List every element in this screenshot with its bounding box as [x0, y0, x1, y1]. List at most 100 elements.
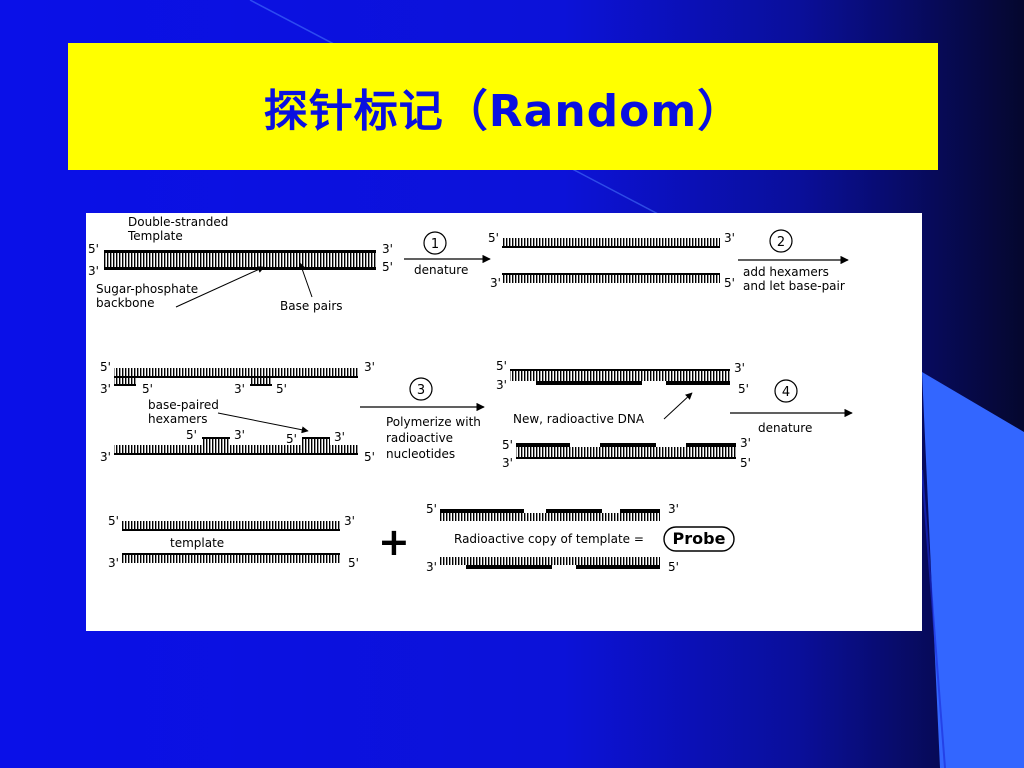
base-pairs-label: Base pairs: [280, 299, 343, 313]
label-5prime: 5': [668, 560, 679, 574]
template-heading-line2: Template: [127, 229, 183, 243]
label-5prime: 5': [186, 428, 197, 442]
template-bases: [510, 371, 730, 381]
hexamers-arrow: [217, 412, 309, 434]
label-5prime: 5': [740, 456, 751, 470]
label-5prime: 5': [502, 438, 513, 452]
hexamer-bases: [250, 378, 272, 384]
label-5prime: 5': [738, 382, 749, 396]
radioactive-strand: [600, 443, 656, 447]
radioactive-strand: [620, 509, 660, 513]
decor-blue-wedge: [922, 372, 1024, 768]
radioactive-strand: [466, 565, 552, 569]
hexamer-backbone: [302, 437, 330, 439]
label-3prime: 3': [100, 450, 111, 464]
label-3prime: 3': [426, 560, 437, 574]
step4-arrow: 4 denature: [730, 379, 853, 435]
radioactive-strand: [440, 509, 524, 513]
label-5prime: 5': [488, 231, 499, 245]
step-number-circle: [409, 377, 433, 401]
new-dna-label: New, radioactive DNA: [513, 412, 645, 426]
label-3prime: 3': [234, 428, 245, 442]
label-5prime: 5': [426, 502, 437, 516]
template-strand-bottom-backbone: [114, 453, 358, 455]
label-3prime: 3': [234, 382, 245, 396]
hexamer-bases: [202, 439, 230, 445]
radioactive-strand: [686, 443, 736, 447]
random-priming-diagram: Double-stranded Template 5' 3' 3' 5' Sug…: [88, 215, 853, 574]
hexamer-annealed-strands: 5' 3' 3' 5' 3' 5' base-paired hexamers 5…: [100, 360, 375, 464]
label-5prime: 5': [286, 432, 297, 446]
polymerize-line1: Polymerize with: [386, 415, 481, 429]
base-pairs-arrow: [298, 262, 313, 298]
radioactive-copy-text: Radioactive copy of template =: [454, 532, 644, 546]
label-5prime: 5': [496, 359, 507, 373]
radioactive-strand: [536, 381, 642, 385]
single-strand-bottom-bases: [502, 275, 720, 283]
template-bases: [516, 447, 736, 457]
decor-line-right: [921, 469, 946, 768]
probe-outline: [663, 526, 735, 552]
step1-arrow: 1 denature: [404, 231, 491, 277]
label-5prime: 5': [364, 450, 375, 464]
template-heading-line1: Double-stranded: [128, 215, 228, 229]
radioactive-strand: [576, 565, 660, 569]
template-strand-backbone: [122, 553, 340, 555]
hexamer-backbone: [250, 384, 272, 386]
label-3prime: 3': [100, 382, 111, 396]
label-5prime: 5': [724, 276, 735, 290]
radioactive-strand: [666, 381, 730, 385]
probe-label: Probe: [673, 529, 726, 548]
step1-template: Double-stranded Template 5' 3' 3' 5' Sug…: [88, 215, 393, 313]
label-3prime: 3': [382, 242, 393, 256]
step-number: 3: [417, 383, 425, 398]
label-3prime: 3': [724, 231, 735, 245]
base-pairs: [104, 253, 376, 267]
polymerized-duplexes: 5' 3' 3' 5' New, radioactive DNA 5' 3' 3…: [496, 359, 751, 470]
label-5prime: 5': [142, 382, 153, 396]
template-strand-bases: [122, 521, 340, 529]
backbone-label-line1: Sugar-phosphate: [96, 282, 198, 296]
hexamers-label-line2: hexamers: [148, 412, 208, 426]
new-dna-arrow: [663, 392, 693, 420]
template-label: template: [170, 536, 224, 550]
label-5prime: 5': [276, 382, 287, 396]
plus-sign: +: [378, 520, 410, 564]
label-5prime: 5': [348, 556, 359, 570]
strand-backbone-bottom: [104, 267, 376, 270]
denature-label: denature: [758, 421, 812, 435]
hexamer-backbone: [202, 437, 230, 439]
label-5prime: 5': [100, 360, 111, 374]
probe-product: 5' 3' Radioactive copy of template = Pro…: [426, 502, 735, 574]
template-strand-backbone: [516, 457, 736, 459]
label-5prime: 5': [88, 242, 99, 256]
step3-arrow: 3 Polymerize with radioactive nucleotide…: [360, 377, 485, 461]
label-3prime: 3': [364, 360, 375, 374]
step-number: 1: [431, 237, 439, 252]
step-number-circle: [423, 231, 447, 255]
label-5prime: 5': [108, 514, 119, 528]
single-strand-bottom-backbone: [502, 273, 720, 275]
template-strand-bottom-bases: [114, 445, 358, 453]
label-3prime: 3': [490, 276, 501, 290]
title-box: 探针标记（Random）: [68, 43, 938, 170]
backbone-arrow: [175, 266, 265, 308]
radioactive-strand: [546, 509, 602, 513]
step-number-circle: [774, 379, 798, 403]
probe-bases: [440, 513, 660, 521]
label-3prime: 3': [740, 436, 751, 450]
label-3prime: 3': [496, 378, 507, 392]
label-3prime: 3': [88, 264, 99, 278]
label-3prime: 3': [334, 430, 345, 444]
diagram-panel: Double-stranded Template 5' 3' 3' 5' Sug…: [86, 213, 922, 631]
hexamer-bases: [302, 439, 330, 445]
step-number: 2: [777, 235, 785, 250]
probe-bases: [440, 557, 660, 565]
step2-arrow: 2 add hexamers and let base-pair: [738, 229, 849, 293]
polymerize-line2: radioactive: [386, 431, 453, 445]
single-strand-top-bases: [502, 238, 720, 246]
template-strand-backbone: [122, 529, 340, 531]
template-strand-backbone: [510, 369, 730, 371]
label-3prime: 3': [108, 556, 119, 570]
add-hexamers-line1: add hexamers: [743, 265, 829, 279]
